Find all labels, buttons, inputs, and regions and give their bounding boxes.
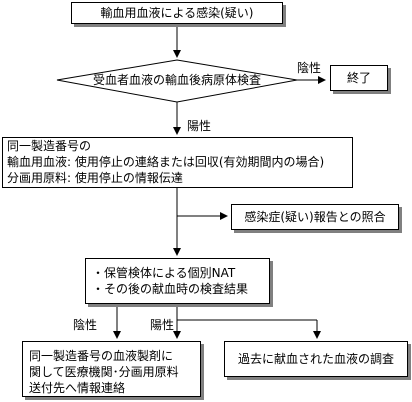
report-node: 感染症(疑い)報告との照合 bbox=[231, 204, 399, 230]
nat-node: ・保管検体による個別NAT ・その後の献血時の検査結果 bbox=[85, 258, 270, 304]
nat-negative-edge-label: 陰性 bbox=[73, 318, 98, 332]
nat-positive-edge-label: 陽性 bbox=[150, 318, 175, 332]
start-node-label: 輸血用血液による感染(疑い) bbox=[100, 6, 254, 20]
positive-edge-label: 陽性 bbox=[187, 119, 212, 133]
nat-line-1: ・保管検体による個別NAT bbox=[92, 266, 236, 280]
test-decision-label: 受血者血液の輸血後病原体検査 bbox=[92, 73, 261, 87]
info-line-1: 同一製造番号の血液製剤に bbox=[29, 349, 174, 363]
info-line-2: 関して医療機関･分画用原料 bbox=[29, 365, 179, 379]
info-line-3: 送付先へ情報連絡 bbox=[29, 381, 126, 395]
negative-edge-label: 陰性 bbox=[297, 61, 322, 75]
same-lot-line-2: 輸血用血液: 使用停止の連絡または回収(有効期間内の場合) bbox=[7, 155, 325, 169]
past-node-label: 過去に献血された血液の調査 bbox=[237, 352, 394, 366]
end-node-label: 終了 bbox=[346, 71, 371, 85]
end-node: 終了 bbox=[330, 65, 388, 91]
same-lot-line-1: 同一製造番号の bbox=[7, 139, 92, 153]
info-node: 同一製造番号の血液製剤に 関して医療機関･分画用原料 送付先へ情報連絡 bbox=[22, 341, 201, 397]
nat-line-2: ・その後の献血時の検査結果 bbox=[92, 282, 249, 296]
same-lot-node: 同一製造番号の 輸血用血液: 使用停止の連絡または回収(有効期間内の場合) 分画… bbox=[2, 137, 353, 188]
same-lot-line-3: 分画用原料: 使用停止の情報伝達 bbox=[7, 171, 183, 185]
past-node: 過去に献血された血液の調査 bbox=[224, 341, 408, 377]
start-node: 輸血用血液による感染(疑い) bbox=[71, 2, 283, 24]
report-node-label: 感染症(疑い)報告との照合 bbox=[244, 210, 386, 224]
